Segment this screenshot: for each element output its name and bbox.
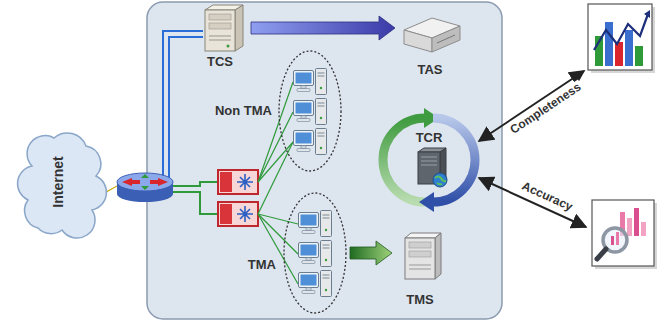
server-node: TMS	[395, 230, 445, 308]
wire	[163, 31, 203, 180]
cloud-node: Internet	[8, 128, 108, 236]
wire	[170, 182, 218, 186]
block-arrow	[251, 16, 395, 40]
node-label: TCR	[416, 131, 443, 146]
wire	[170, 192, 218, 214]
node-label: TAS	[417, 63, 442, 78]
computer-icon	[299, 241, 332, 267]
node-label: TMS	[406, 293, 433, 308]
node-label: Non TMA	[213, 104, 274, 119]
arrow-label: Completeness	[506, 79, 585, 138]
appliance-node: TAS	[398, 12, 462, 78]
group-outline	[278, 50, 342, 172]
node-label: TCS	[207, 55, 233, 70]
node-label: TMA	[246, 258, 278, 273]
wire	[169, 37, 203, 180]
server-icon	[205, 5, 243, 51]
chart-icon	[588, 4, 655, 73]
router-icon	[117, 173, 173, 202]
switch-icon	[218, 170, 258, 226]
cycle-arrows	[383, 108, 475, 212]
client-group: Non TMA	[278, 50, 342, 172]
computer-icon	[294, 99, 327, 125]
group-outline	[283, 192, 347, 314]
computer-icon	[299, 211, 332, 237]
server-icon	[405, 233, 441, 279]
server-node: TCR	[403, 131, 455, 187]
client-group: TMA	[283, 192, 347, 314]
double-arrow	[479, 71, 584, 141]
computer-icon	[299, 271, 332, 297]
appliance-icon	[404, 18, 460, 52]
network-panel	[147, 2, 502, 319]
computer-icon	[294, 69, 327, 95]
server-icon	[418, 148, 447, 187]
server-node: TCS	[192, 4, 248, 70]
arrow-label: Accuracy	[518, 179, 577, 216]
analysis-icon	[592, 200, 657, 269]
computer-icon	[294, 129, 327, 155]
block-arrow	[350, 241, 392, 265]
double-arrow	[479, 178, 586, 227]
node-label: Internet	[50, 156, 66, 207]
